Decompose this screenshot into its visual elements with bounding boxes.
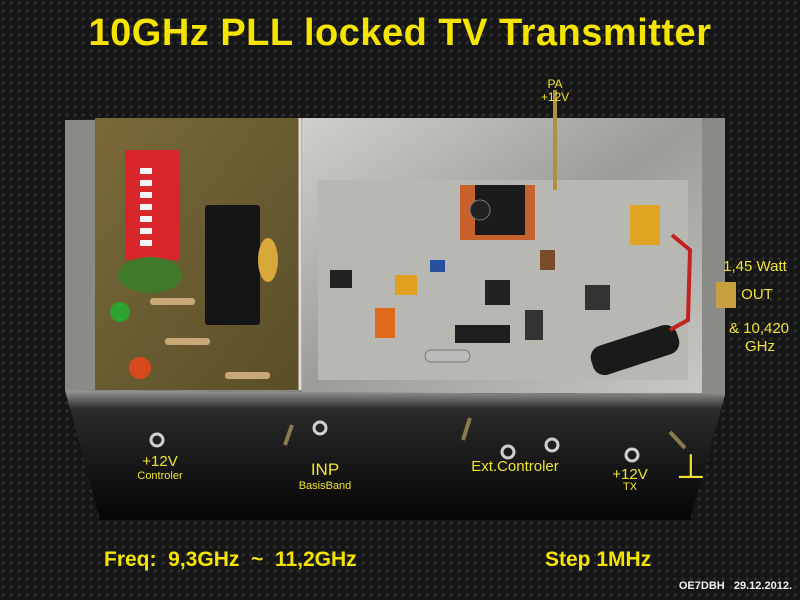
controller-sub-label: Controler [137, 470, 183, 482]
output-power-label: 1,45 Watt [723, 258, 787, 275]
output-frequency: & 10,420 [728, 320, 790, 337]
red-led [129, 357, 151, 379]
author-credit: OE7DBH 29.12.2012. [678, 580, 792, 592]
pa-label: PA [547, 77, 563, 91]
input-label: INP BasisBand [280, 461, 370, 495]
input-title: INP [310, 460, 340, 479]
output-label: OUT [741, 286, 773, 303]
green-led [110, 302, 130, 322]
step-size: Step 1MHz [545, 548, 652, 571]
capacitor [118, 257, 182, 293]
tx-sub-label: TX [622, 481, 638, 493]
ext-controller-label: Ext.Controler [471, 458, 559, 475]
output-frequency-unit: GHz [745, 338, 775, 355]
controller-power-label: +12V Controler [120, 453, 200, 483]
input-sub-label: BasisBand [298, 480, 352, 492]
pa-voltage: +12V [540, 90, 570, 104]
dip-switch [125, 150, 180, 260]
page-title: 10GHz PLL locked TV Transmitter [88, 12, 712, 54]
pa-power-label: PA +12V [530, 78, 580, 104]
ground-symbol: ⊥ [676, 448, 706, 486]
diode [590, 324, 680, 376]
sma-connector [716, 282, 736, 308]
solder-terminals [149, 420, 640, 463]
front-panel [65, 390, 725, 520]
frequency-range: Freq: 9,3GHz ~ 11,2GHz [104, 548, 357, 571]
tx-voltage: +12V [612, 466, 648, 483]
controller-voltage: +12V [142, 453, 178, 470]
controller-ic [205, 205, 260, 325]
tx-power-label: +12V TX [600, 466, 660, 494]
